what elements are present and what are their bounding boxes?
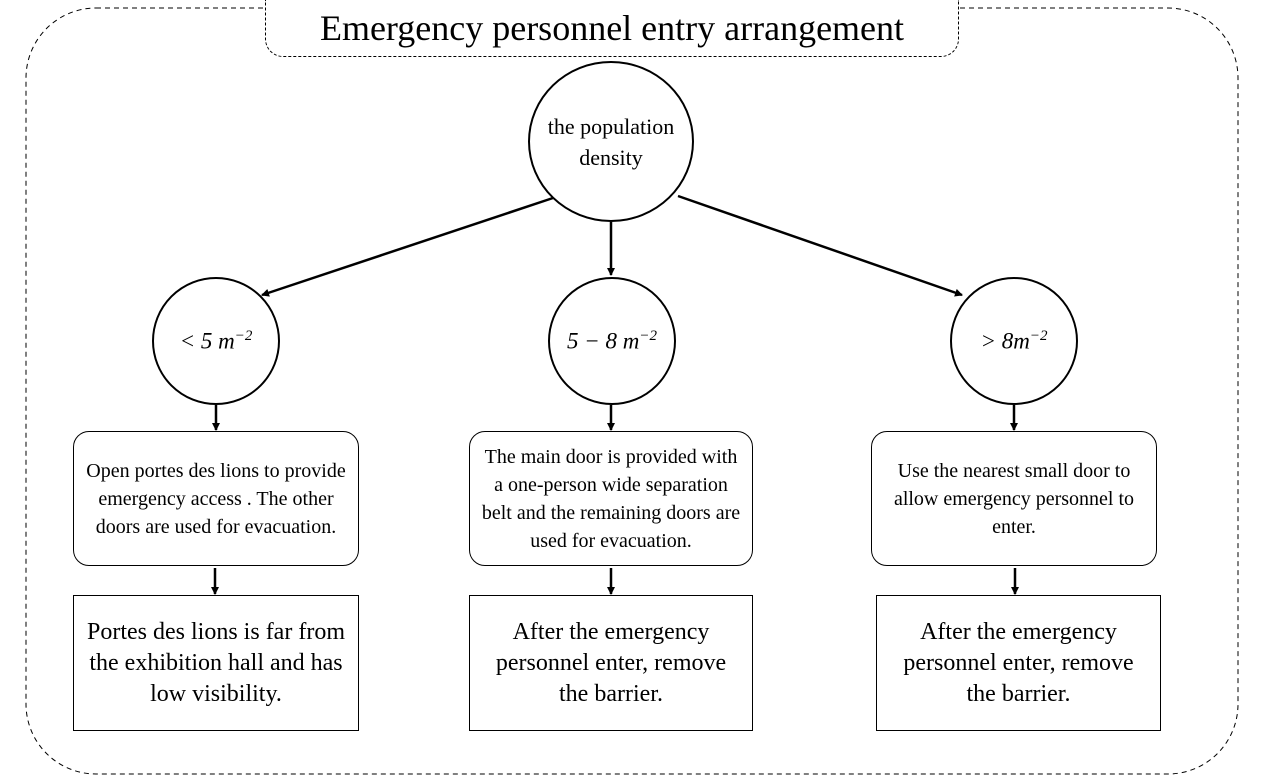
range-node-high-label: > 8m−2 [980,327,1048,354]
range-node-low-label: < 5 m−2 [179,327,253,354]
action-box-low-density: Open portes des lions to provide emergen… [73,431,359,566]
note-box-low-density-text: Portes des lions is far from the exhibit… [87,618,345,707]
action-box-high-density: Use the nearest small door to allow emer… [871,431,1157,566]
action-box-medium-density: The main door is provided with a one-per… [469,431,753,566]
note-box-medium-density-text: After the emergency personnel enter, rem… [495,618,727,707]
note-box-high-density-text: After the emergency personnel enter, rem… [903,618,1134,707]
arrow-root-to-range-1 [261,196,554,297]
range-node-high: > 8m−2 [950,277,1078,405]
range-node-medium-label: 5 − 8 m−2 [566,327,657,354]
range-node-low: < 5 m−2 [152,277,280,405]
diagram-title: Emergency personnel entry arrangement [265,0,959,57]
action-box-low-density-text: Open portes des lions to provide emergen… [86,459,346,538]
note-box-medium-density: After the emergency personnel enter, rem… [469,595,753,731]
action-box-medium-density-text: The main door is provided with a one-per… [481,445,741,552]
root-node-population-density: the population density [528,61,694,222]
diagram-title-text: Emergency personnel entry arrangement [319,8,905,48]
root-node-label: the population density [547,113,675,170]
arrow-root-to-range-3 [677,194,963,297]
action-box-high-density-text: Use the nearest small door to allow emer… [893,459,1135,538]
note-box-high-density: After the emergency personnel enter, rem… [876,595,1161,731]
note-box-low-density: Portes des lions is far from the exhibit… [73,595,359,731]
range-node-medium: 5 − 8 m−2 [548,277,676,405]
